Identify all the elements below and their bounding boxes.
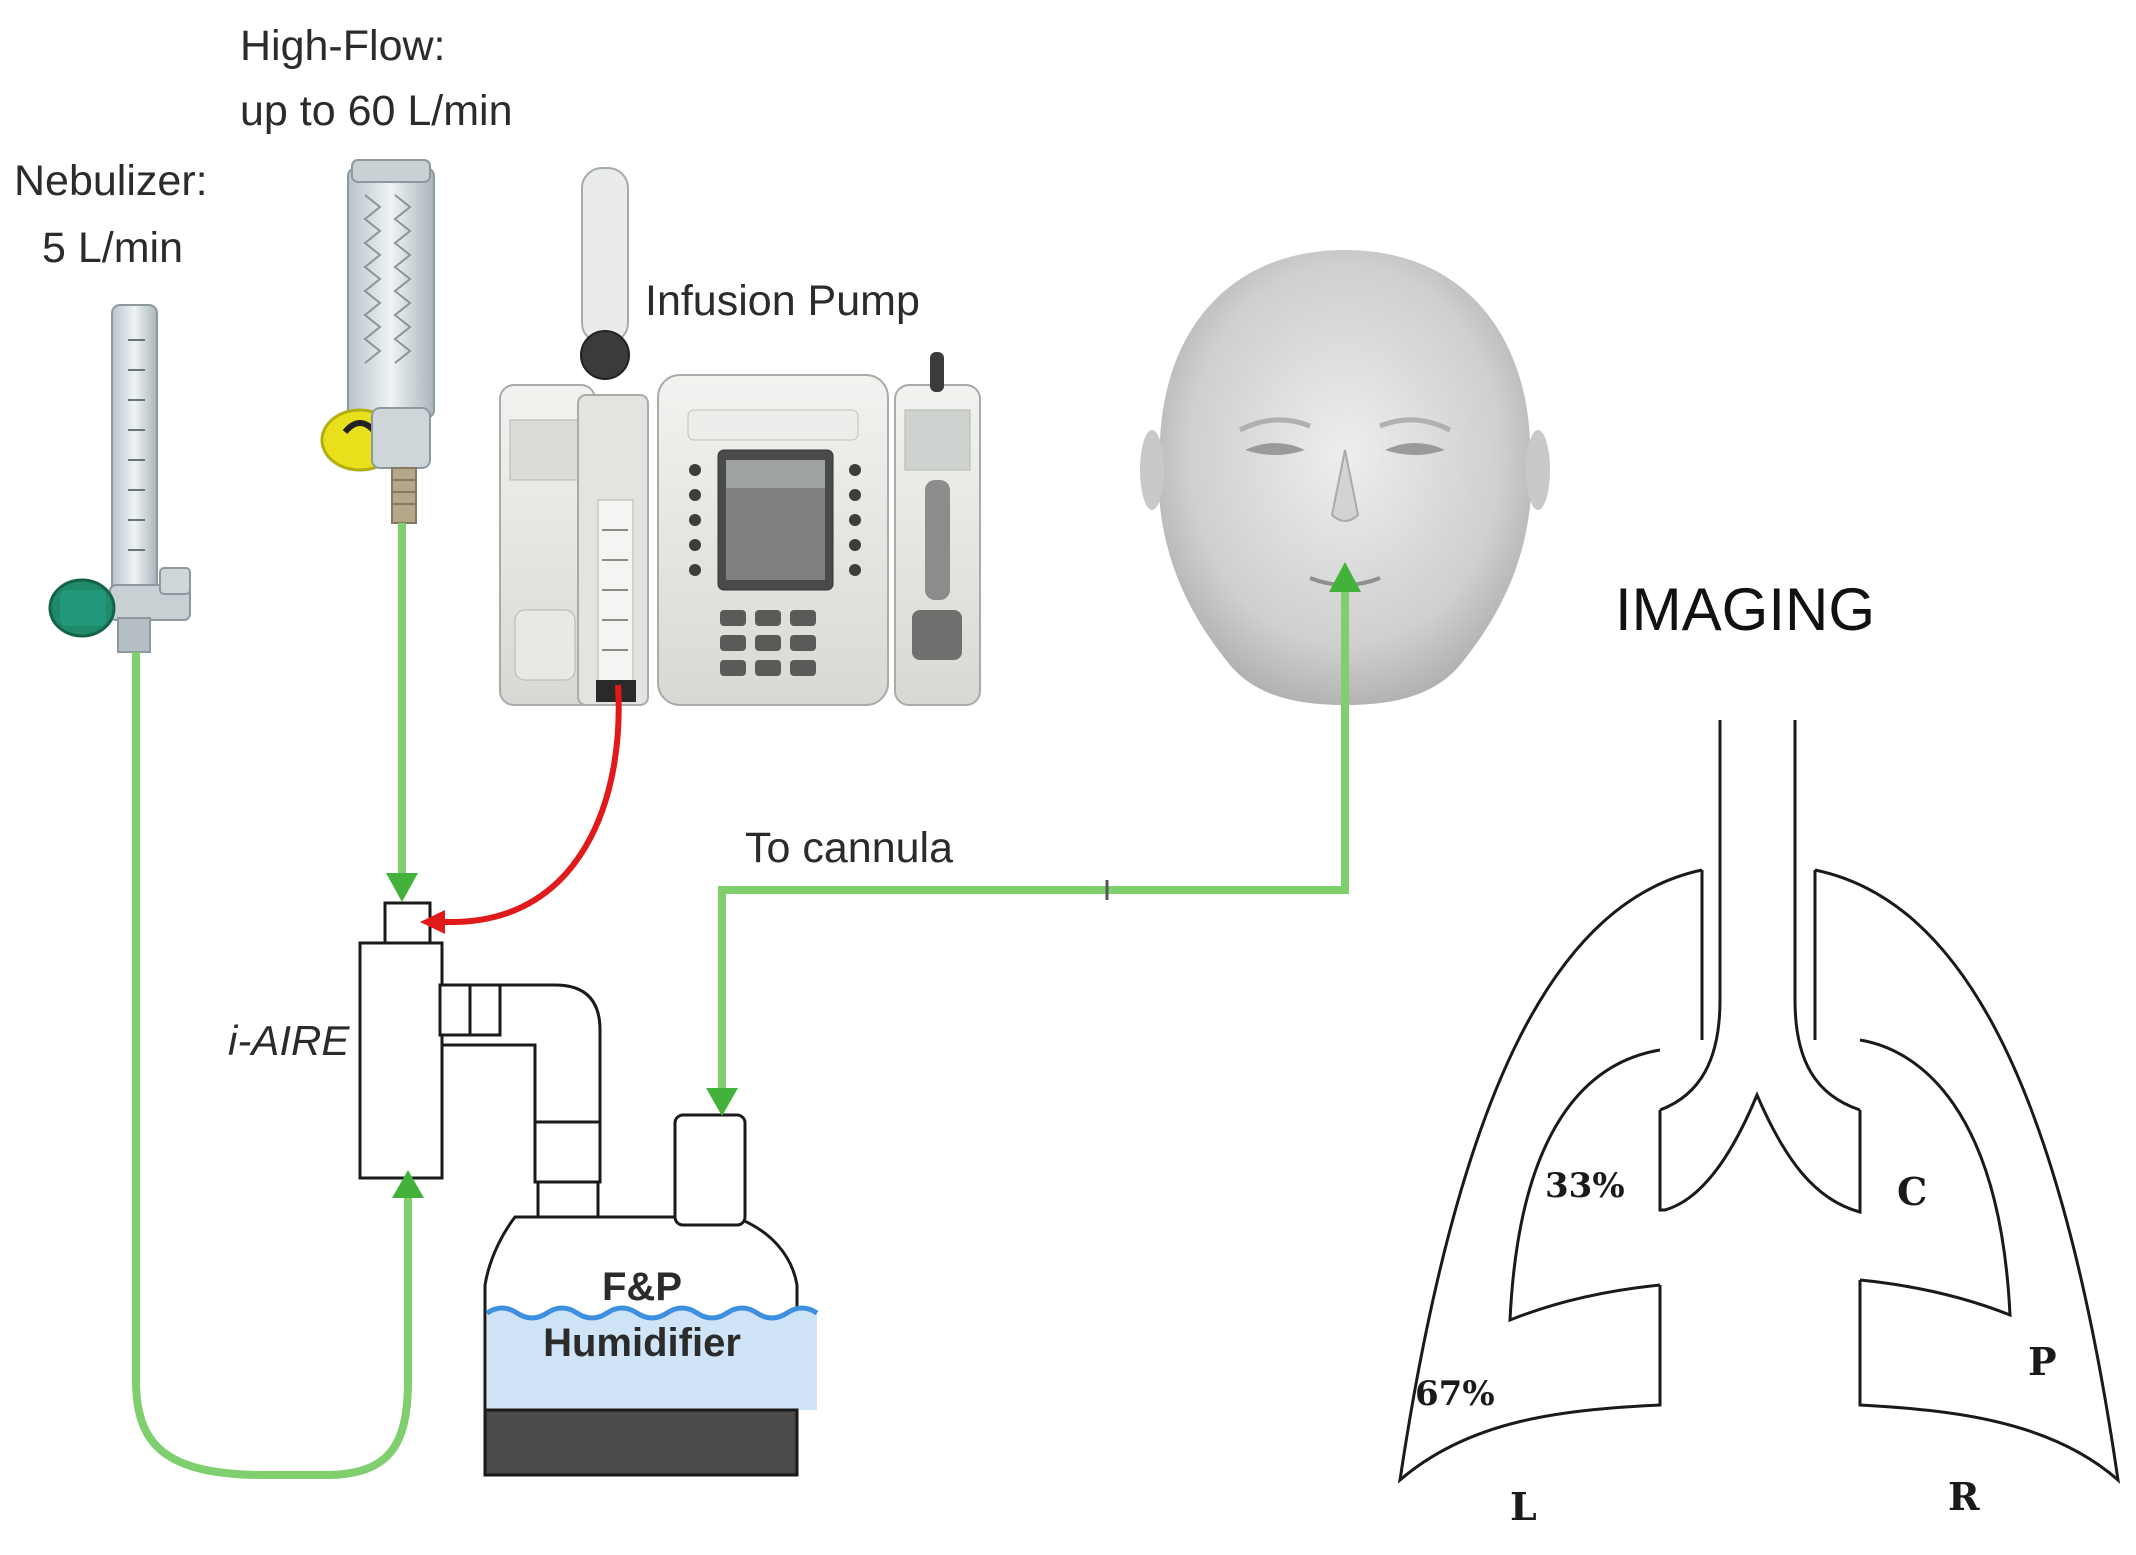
highflow-flowmeter-icon <box>320 159 435 524</box>
cannula-tubing <box>706 562 1361 1116</box>
nebulizer-tubing <box>132 652 424 1479</box>
humidifier-icon <box>483 1113 819 1477</box>
humidifier-brand-label: F&P <box>602 1265 682 1309</box>
nebulizer-rate-label: 5 L/min <box>42 224 183 272</box>
infusion-pump-label: Infusion Pump <box>645 277 920 325</box>
drug-line <box>420 684 622 934</box>
imaging-label: IMAGING <box>1615 576 1875 643</box>
left-upper-percent: 33% <box>1545 1166 1625 1206</box>
iaire-device <box>358 901 602 1224</box>
nebulizer-title-label: Nebulizer: <box>14 157 208 205</box>
arrow-drug-into-iaire <box>420 910 445 934</box>
iaire-label: i-AIRE <box>228 1017 350 1064</box>
lungs-icon <box>1397 720 2121 1484</box>
arrow-into-humidifier <box>706 1088 738 1116</box>
nebulizer-flowmeter-icon <box>48 304 191 653</box>
arrow-into-iaire-bottom <box>392 1170 424 1198</box>
arrow-into-iaire-top <box>386 873 418 902</box>
face-icon <box>1140 250 1550 705</box>
to-cannula-label: To cannula <box>745 824 953 872</box>
highflow-title-label: High-Flow: <box>240 22 446 70</box>
arrow-to-face <box>1329 562 1361 592</box>
right-peripheral-label: P <box>2028 1339 2057 1384</box>
humidifier-label: Humidifier <box>543 1321 741 1365</box>
highflow-rate-label: up to 60 L/min <box>240 87 513 135</box>
infusion-pump-icon <box>499 167 981 706</box>
right-central-label: C <box>1897 1169 1927 1214</box>
right-side-label: R <box>1948 1474 1980 1519</box>
highflow-tubing <box>386 523 418 902</box>
left-side-label: L <box>1510 1484 1537 1529</box>
left-lower-percent: 67% <box>1415 1374 1495 1414</box>
